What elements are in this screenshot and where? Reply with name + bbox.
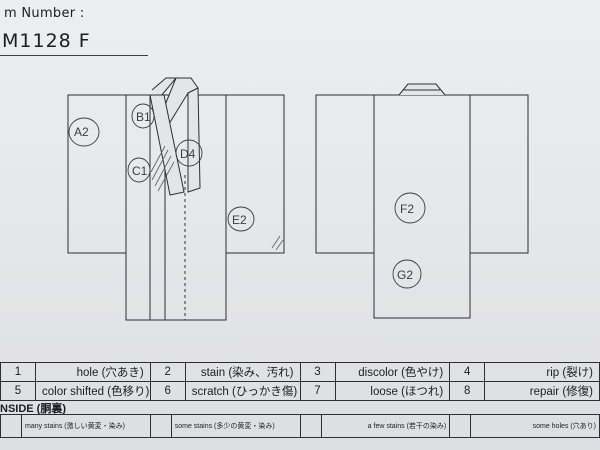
back-right-sleeve — [469, 94, 529, 254]
back-damage-labels: F2 G2 — [397, 202, 414, 282]
legend-row: 5 color shifted (色移り) 6 scratch (ひっかき傷) … — [0, 381, 600, 401]
legend-text: color shifted (色移り) — [35, 381, 151, 401]
legend-number: 2 — [149, 362, 186, 382]
mark-label: G2 — [397, 268, 413, 282]
mark-label: F2 — [400, 202, 414, 216]
item-number-underline — [0, 55, 148, 56]
back-view — [315, 83, 529, 319]
inside-row: many stains (激しい黄変・染み) some stains (多少の黄… — [0, 414, 600, 438]
front-view — [67, 77, 285, 321]
item-number-value: M1128 F — [2, 30, 91, 52]
legend-text: discolor (色やけ) — [334, 362, 451, 382]
legend-text: loose (ほつれ) — [334, 381, 451, 401]
inside-section-title: NSIDE (胴裏) — [0, 403, 66, 415]
legend-text: rip (裂け) — [484, 362, 600, 382]
legend-number: 1 — [0, 362, 36, 382]
legend-number: 5 — [0, 381, 36, 401]
legend-text: stain (染み、汚れ) — [184, 362, 301, 382]
inside-checkbox[interactable] — [149, 414, 172, 438]
mark-circle — [227, 206, 255, 232]
back-left-sleeve — [315, 94, 375, 254]
inside-lining-table: many stains (激しい黄変・染み) some stains (多少の黄… — [0, 414, 600, 438]
mark-circle — [131, 103, 155, 129]
inside-option-text: some stains (多少の黄変・染み) — [170, 414, 301, 438]
legend-number: 4 — [449, 362, 486, 382]
inside-option-text: many stains (激しい黄変・染み) — [21, 414, 151, 438]
legend-text: scratch (ひっかき傷) — [184, 381, 301, 401]
inside-checkbox[interactable] — [449, 414, 472, 438]
legend-row: 1 hole (穴あき) 2 stain (染み、汚れ) 3 discolor … — [0, 362, 600, 382]
mark-circle — [394, 192, 426, 224]
mark-circle — [175, 139, 203, 167]
inside-option-text: a few stains (若干の染み) — [320, 414, 451, 438]
inside-option-text: some holes (穴あり) — [470, 414, 600, 438]
legend-number: 8 — [449, 381, 486, 401]
legend-number: 6 — [149, 381, 186, 401]
legend-number: 3 — [299, 362, 336, 382]
kimono-diagram: A2 B1 C1 D4 E2 F2 G2 — [67, 77, 529, 321]
legend-text: repair (修復) — [484, 381, 600, 401]
inside-checkbox[interactable] — [299, 414, 322, 438]
stain-hatching — [150, 145, 284, 251]
legend-text: hole (穴あき) — [35, 362, 151, 382]
mark-label: C1 — [132, 164, 148, 178]
legend-number: 7 — [299, 381, 336, 401]
back-body — [373, 94, 471, 319]
inside-checkbox[interactable] — [0, 414, 22, 438]
damage-legend-table: 1 hole (穴あき) 2 stain (染み、汚れ) 3 discolor … — [0, 362, 600, 401]
mark-circle — [127, 157, 151, 183]
mark-label: B1 — [136, 110, 151, 124]
collar-overlap — [149, 94, 185, 196]
front-left-sleeve — [67, 94, 127, 254]
mark-label: A2 — [74, 125, 89, 139]
mark-label: E2 — [232, 213, 247, 227]
back-damage-marks — [392, 192, 426, 289]
front-body — [125, 94, 227, 321]
front-damage-labels: A2 B1 C1 D4 E2 — [74, 110, 247, 227]
collar-top — [151, 77, 178, 97]
mark-circle — [68, 117, 100, 147]
item-number-label: m Number : — [4, 6, 85, 21]
mark-label: D4 — [180, 147, 196, 161]
front-damage-marks — [68, 103, 255, 232]
mark-circle — [392, 259, 422, 289]
